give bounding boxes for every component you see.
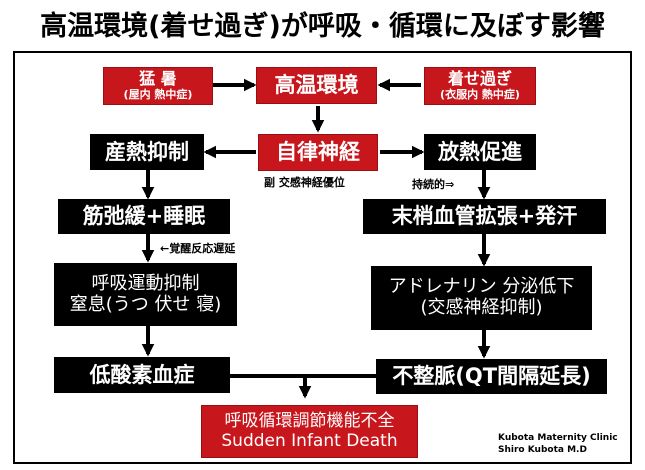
arrow-merge-to-failure [230,374,312,399]
node-respiratory-sublabel: 窒息(うつ 伏せ 寝) [69,293,222,315]
diagram-frame [13,51,632,464]
node-adrenaline-label: アドレナリン 分泌低下 [388,276,575,298]
node-adrenaline-decrease: アドレナリン 分泌低下 (交感神経抑制) [371,266,592,330]
node-heat-wave-sublabel: (屋内 熱中症) [123,87,193,101]
node-high-temp: 高温環境 [256,67,377,104]
node-heat-wave: 猛 暑 (屋内 熱中症) [103,67,213,105]
node-overdressing-sublabel: (衣服内 熱中症) [440,87,520,101]
node-heat-production-suppression: 産熱抑制 [90,134,204,170]
credit-clinic: Kubota Maternity Clinic [498,433,618,443]
node-muscle-label: 筋弛緩+睡眠 [82,204,206,229]
node-respiratory-label: 呼吸運動抑制 [91,272,200,294]
credit-author: Shiro Kubota M.D [498,445,587,456]
annotation-parasympathetic: 副 交感神経優位 [264,176,345,189]
node-vasodilation-label: 末梢血管拡張+発汗 [391,204,578,229]
node-arrhythmia: 不整脈(QT間隔延長) [376,359,607,394]
node-heat-production-label: 産熱抑制 [105,139,189,164]
node-hypoxemia: 低酸素血症 [54,357,230,393]
credit-block: Kubota Maternity Clinic Shiro Kubota M.D [498,432,618,456]
annotation-arousal-delay: ←覚醒反応遅延 [160,242,236,255]
node-adrenaline-sublabel: (交感神経抑制) [420,297,543,318]
node-autonomic-label: 自律神経 [276,140,360,165]
page-title: 高温環境(着せ過ぎ)が呼吸・循環に及ぼす影響 [40,11,605,42]
node-heat-release-promotion: 放熱促進 [424,134,536,170]
node-regulation-label: 呼吸循環調節機能不全 [224,410,395,431]
node-overdressing: 着せ過ぎ (衣服内 熱中症) [424,67,536,105]
node-regulation-sublabel: Sudden Infant Death [221,430,398,451]
node-overdressing-label: 着せ過ぎ [447,69,512,89]
node-high-temp-label: 高温環境 [274,73,359,98]
annotation-continuous: 持続的⇒ [412,178,455,191]
node-heat-release-label: 放熱促進 [438,139,522,164]
node-vasodilation-sweating: 末梢血管拡張+発汗 [363,199,606,234]
node-respiratory-suppression: 呼吸運動抑制 窒息(うつ 伏せ 寝) [54,263,237,326]
node-heat-wave-label: 猛 暑 [139,69,177,89]
node-hypoxemia-label: 低酸素血症 [89,362,195,387]
node-autonomic-nerve: 自律神経 [258,134,378,171]
node-arrhythmia-label: 不整脈(QT間隔延長) [392,364,591,389]
node-regulation-failure: 呼吸循環調節機能不全 Sudden Infant Death [201,405,418,458]
node-muscle-relaxation-sleep: 筋弛緩+睡眠 [58,199,230,234]
